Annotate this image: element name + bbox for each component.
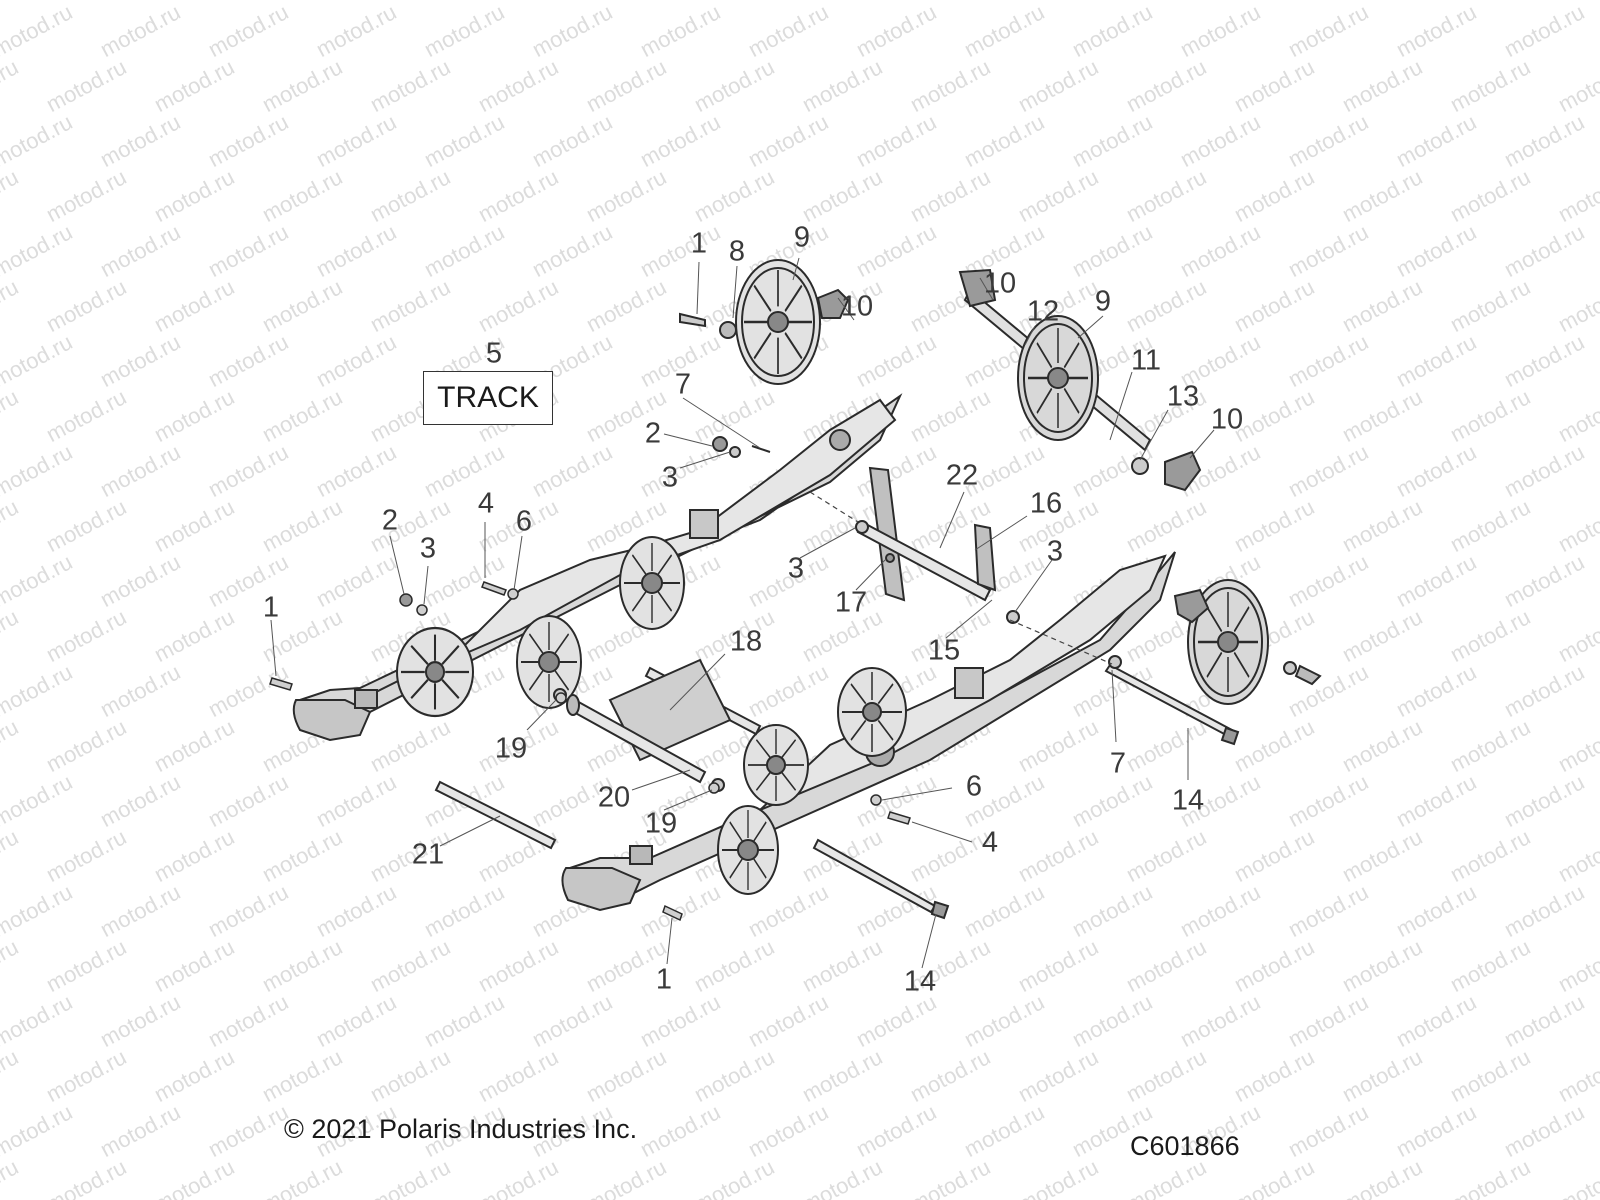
cross-shaft-assembly (855, 466, 1020, 624)
callout-14: 14 (1171, 784, 1205, 817)
left-rail (292, 393, 903, 742)
callout-2: 2 (381, 504, 399, 537)
callout-9: 9 (1094, 285, 1112, 318)
callout-16: 16 (1029, 487, 1063, 520)
right-rail-wheels (718, 668, 906, 894)
callout-4: 4 (477, 487, 495, 520)
callout-18: 18 (729, 625, 763, 658)
top-idler-wheel (679, 260, 850, 458)
callout-19: 19 (494, 732, 528, 765)
leader-lines (270, 257, 1215, 969)
callout-3: 3 (1046, 535, 1064, 568)
callout-7: 7 (674, 368, 692, 401)
copyright-notice: © 2021 Polaris Industries Inc. (284, 1114, 638, 1144)
callout-6: 6 (965, 770, 983, 803)
callout-1: 1 (690, 227, 708, 260)
figure-id: C601866 (1130, 1131, 1240, 1161)
loose-shafts (434, 655, 1240, 920)
left-rail-wheels (397, 537, 684, 716)
hardware (269, 581, 911, 922)
callout-3: 3 (419, 532, 437, 565)
callout-8: 8 (728, 235, 746, 268)
callout-10: 10 (840, 290, 874, 323)
callout-3: 3 (787, 552, 805, 585)
callout-12: 12 (1026, 295, 1060, 328)
track-label: TRACK (437, 381, 539, 414)
callout-7: 7 (1109, 747, 1127, 780)
callout-14: 14 (903, 965, 937, 998)
callout-10: 10 (1210, 403, 1244, 436)
callout-9: 9 (793, 221, 811, 254)
callout-17: 17 (834, 586, 868, 619)
callout-3: 3 (661, 461, 679, 494)
hidden-alignment-lines (809, 491, 1113, 665)
callout-4: 4 (981, 826, 999, 859)
callout-19: 19 (644, 807, 678, 840)
callout-10: 10 (983, 267, 1017, 300)
callout-20: 20 (597, 781, 631, 814)
callout-11: 11 (1130, 344, 1162, 377)
callout-6: 6 (515, 505, 533, 538)
track-label-box: TRACK (423, 371, 553, 425)
callout-13: 13 (1166, 380, 1200, 413)
front-torque-arm (553, 658, 762, 792)
callout-1: 1 (262, 591, 280, 624)
callout-22: 22 (945, 459, 979, 492)
callout-21: 21 (411, 838, 445, 871)
callout-1: 1 (655, 963, 673, 996)
callout-15: 15 (927, 634, 961, 667)
callout-5: 5 (485, 337, 503, 370)
callout-2: 2 (644, 417, 662, 450)
rear-axle-assembly (958, 268, 1322, 704)
